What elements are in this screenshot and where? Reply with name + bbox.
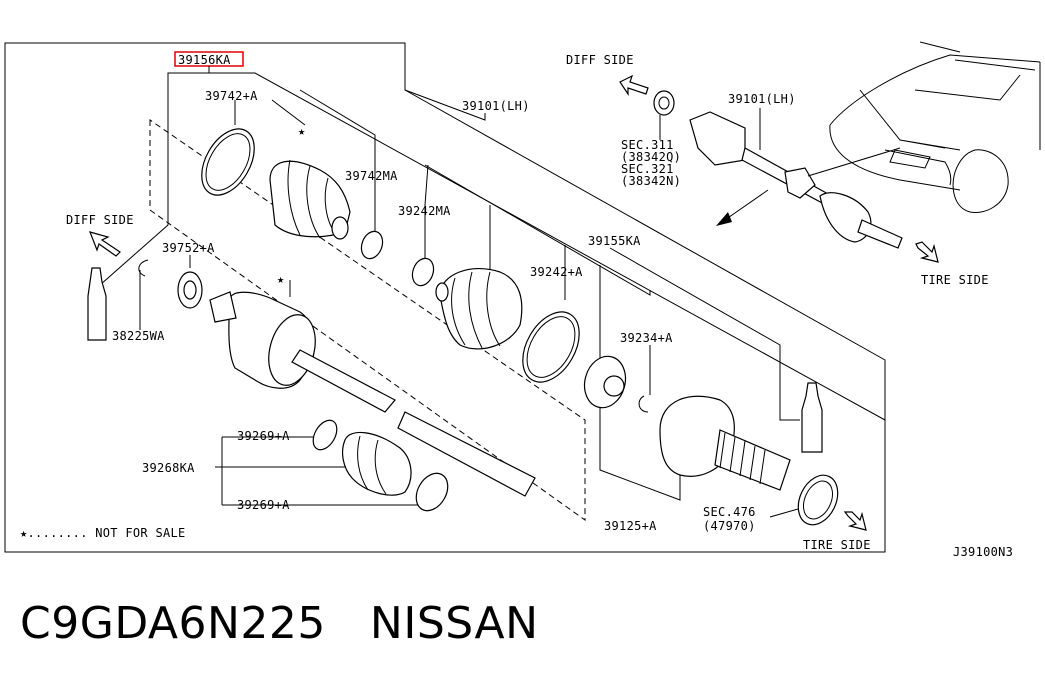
leader-39742MA	[299, 89, 376, 235]
oil-seal-inner	[658, 96, 670, 110]
vehicle-windshield	[914, 59, 1036, 101]
snap-ring	[138, 259, 149, 277]
label-sec321: SEC.321	[621, 162, 674, 176]
band-39742MA	[360, 230, 384, 260]
highlighted-part-number[interactable]: 39156KA	[178, 53, 231, 67]
band-39269A-bottom	[415, 472, 449, 512]
tire-side-arrow-right	[915, 241, 939, 263]
band-39242A	[522, 311, 580, 383]
label-39268KA: 39268KA	[142, 461, 195, 475]
vehicle-outline	[829, 41, 1041, 214]
diff-side-arrow-top	[619, 74, 649, 96]
leader-39269A	[215, 280, 420, 506]
diagram-frame	[4, 42, 886, 553]
label-sec476: SEC.476	[703, 505, 756, 519]
inner-cv-stub	[209, 291, 237, 323]
outer-stub-splines	[719, 432, 766, 485]
band-39242A-inner	[526, 316, 576, 378]
intermediate-shaft-2	[397, 411, 536, 497]
label-39269A-top: 39269+A	[237, 429, 290, 443]
inner-boot	[269, 160, 351, 238]
band-39742A	[201, 128, 255, 196]
boot-39268KA-ribs	[357, 435, 387, 495]
label-39101LH: 39101(LH)	[462, 99, 530, 113]
not-for-sale-star-2: ★	[277, 272, 285, 286]
vehicle-headlight	[889, 149, 931, 169]
tire-side-arrow-bottom	[843, 511, 867, 531]
footer-caption: C9GDA6N225 NISSAN	[20, 598, 539, 649]
footer-part-code: C9GDA6N225	[20, 598, 326, 649]
tire-side-label-bottom: TIRE SIDE	[803, 538, 871, 552]
abs-ring-47970-inner	[802, 480, 834, 520]
outer-boot	[439, 268, 523, 350]
inset-outer-stub	[857, 219, 903, 249]
label-38225WA: 38225WA	[112, 329, 165, 343]
label-39155KA: 39155KA	[588, 234, 641, 248]
inset-mid-joint	[784, 167, 816, 199]
inner-boot-neck	[331, 216, 349, 240]
inset-pointer-arrow	[807, 147, 901, 177]
band-39269A-top	[312, 419, 338, 451]
legend-not-for-sale: ★........ NOT FOR SALE	[20, 526, 186, 540]
label-38342N: (38342N)	[621, 174, 681, 188]
label-38342Q: (38342Q)	[621, 150, 681, 164]
label-39242A: 39242+A	[530, 265, 583, 279]
inset-inner-joint	[689, 111, 746, 166]
grease-tube-right	[801, 382, 823, 453]
leader-39242MA	[424, 164, 681, 501]
label-47970: (47970)	[703, 519, 756, 533]
circlip-39234A	[638, 395, 649, 413]
label-inset-39101LH: 39101(LH)	[728, 92, 796, 106]
ball-cage-hub	[603, 375, 625, 397]
tire-side-label-right: TIRE SIDE	[921, 273, 989, 287]
diff-side-label-top: DIFF SIDE	[566, 53, 634, 67]
inset-down-arrowhead	[716, 212, 732, 226]
footer-brand: NISSAN	[369, 598, 539, 649]
outer-boot-ribs	[451, 271, 501, 349]
label-39752A: 39752+A	[162, 241, 215, 255]
label-sec311: SEC.311	[621, 138, 674, 152]
outer-boot-neck	[435, 282, 449, 302]
boot-39268KA	[342, 431, 412, 496]
leader-39101LH	[404, 89, 486, 121]
leader-39156KA	[99, 66, 886, 421]
diff-side-label-left: DIFF SIDE	[66, 213, 134, 227]
grease-tube-38225WA	[87, 267, 107, 341]
leader-39742A	[234, 99, 306, 126]
diff-side-arrow-left	[89, 231, 121, 257]
dashed-subassembly-outline	[149, 119, 586, 521]
not-for-sale-star-1: ★	[298, 124, 306, 138]
label-39742MA: 39742MA	[345, 169, 398, 183]
label-39125A: 39125+A	[604, 519, 657, 533]
diagram-code: J39100N3	[953, 545, 1013, 559]
exploded-parts-diagram: 39156KA DIFF SIDE 38225WA 39752+A 39742+…	[4, 41, 1041, 559]
leader-39752A	[139, 255, 191, 330]
label-39242MA: 39242MA	[398, 204, 451, 218]
label-39234A: 39234+A	[620, 331, 673, 345]
leader-39155KA	[424, 164, 800, 421]
oil-seal	[653, 90, 675, 116]
band-39742A-inner	[205, 133, 251, 191]
label-39269A-bottom: 39269+A	[237, 498, 290, 512]
label-39742A: 39742+A	[205, 89, 258, 103]
intermediate-shaft-1	[291, 349, 396, 413]
abs-ring-47970	[797, 474, 839, 526]
band-39242MA	[411, 257, 435, 287]
seal-39752A-inner	[183, 280, 197, 300]
